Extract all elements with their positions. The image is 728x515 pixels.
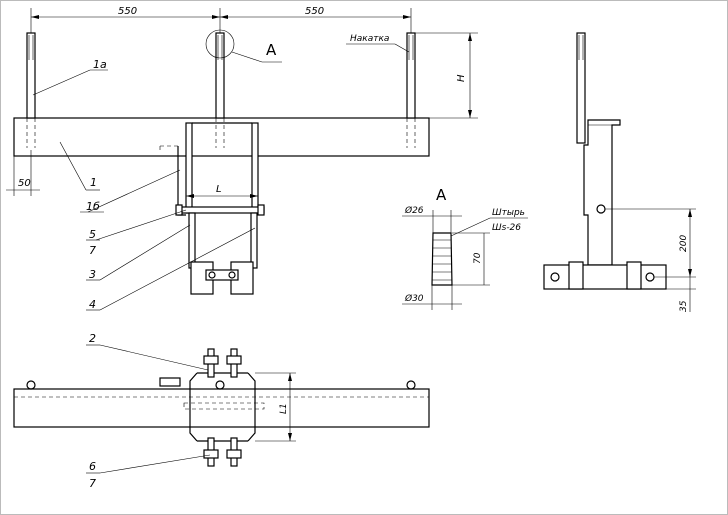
pin-label: Штырь <box>492 208 525 218</box>
callout-2: 2 <box>89 332 96 345</box>
clamp-leg-left <box>188 212 196 269</box>
knurl-label: Накатка <box>350 34 389 44</box>
callout-1b: 1б <box>86 200 100 213</box>
tie-rod <box>179 206 265 214</box>
main-beam <box>13 117 430 157</box>
callout-7-bottom: 7 <box>89 477 96 490</box>
callout-1a: 1а <box>93 58 107 71</box>
dim-offset: 50 <box>18 178 31 189</box>
callout-6: 6 <box>89 460 96 473</box>
detail-a-circle <box>205 29 235 59</box>
dim-length-l: L <box>216 184 222 195</box>
dim-span-right: 550 <box>305 6 324 17</box>
clamp-left-plate <box>185 122 193 214</box>
dim-side-35: 35 <box>679 300 689 312</box>
dim-height-h: H <box>456 74 467 82</box>
front-view: 550 550 50 H L A Накатка 1а 1 <box>6 6 478 311</box>
side-base <box>543 264 667 290</box>
plan-clamp <box>189 372 256 442</box>
dim-dia-top: Ø26 <box>404 205 424 216</box>
pin-shape <box>431 232 453 286</box>
callout-4: 4 <box>89 298 96 311</box>
side-upright <box>583 119 621 266</box>
dim-pin-height: 70 <box>473 252 483 264</box>
clamp-leg-right <box>250 212 258 269</box>
detail-a-marker: A <box>266 41 277 59</box>
stud-right <box>406 32 416 119</box>
callout-7-top: 7 <box>89 244 96 257</box>
side-hole-left <box>550 272 560 282</box>
stud-middle <box>215 32 225 119</box>
dim-dia-bottom: Ø30 <box>404 293 424 304</box>
clamp-right-plate <box>251 122 259 214</box>
detail-a-title: A <box>436 186 447 204</box>
dim-side-200: 200 <box>679 235 689 252</box>
detail-a-view: A Ø26 Ø30 70 Штырь Шs-26 <box>402 186 528 310</box>
side-view: 200 35 <box>543 32 696 312</box>
dim-length-l1: L1 <box>279 403 289 414</box>
pin-code: Шs-26 <box>492 223 521 233</box>
callout-3: 3 <box>89 268 96 281</box>
plan-view: L1 2 6 7 <box>13 332 430 490</box>
side-stud <box>576 32 586 144</box>
callout-5: 5 <box>89 228 96 241</box>
dim-span-left: 550 <box>118 6 137 17</box>
callout-1: 1 <box>90 176 97 189</box>
stud-left <box>26 32 36 119</box>
plan-beam <box>13 388 430 428</box>
